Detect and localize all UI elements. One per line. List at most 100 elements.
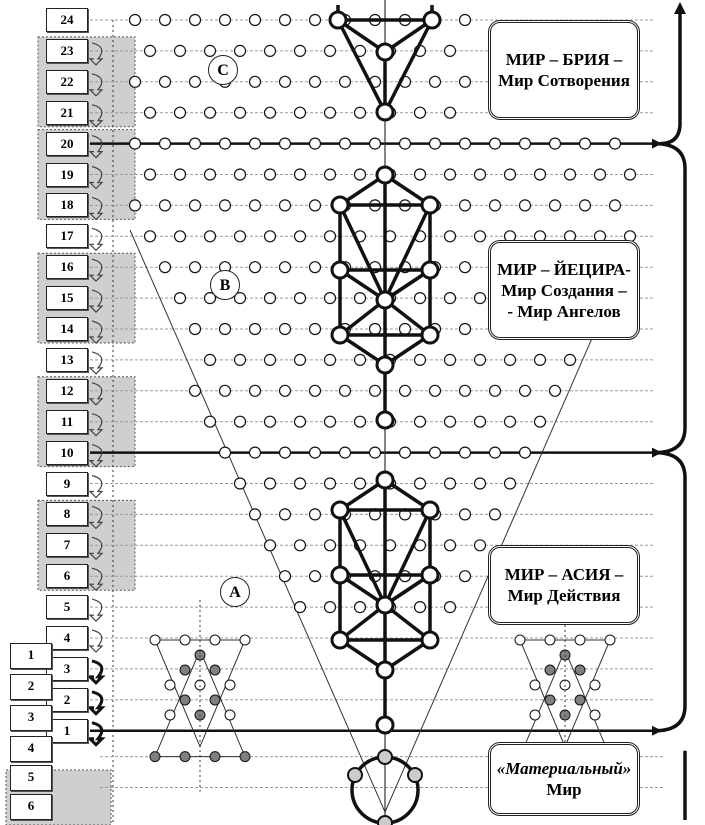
tree-path bbox=[336, 19, 387, 113]
grid-node bbox=[173, 168, 187, 181]
grid-node bbox=[473, 292, 487, 305]
hexagram-node bbox=[179, 694, 191, 706]
level-box-19: 19 bbox=[46, 162, 88, 187]
hexagram-node bbox=[604, 634, 616, 646]
grid-node bbox=[158, 199, 172, 212]
grid-node bbox=[188, 261, 202, 274]
grid-node bbox=[233, 230, 247, 243]
grid-node bbox=[503, 415, 517, 428]
level-box-14: 14 bbox=[46, 317, 88, 341]
grid-node bbox=[158, 75, 172, 88]
grid-node bbox=[203, 168, 217, 181]
grid-node bbox=[308, 446, 322, 459]
sefira-node bbox=[330, 325, 350, 345]
hexagram-node bbox=[544, 634, 556, 646]
sefira-node bbox=[422, 10, 442, 30]
grid-node bbox=[233, 415, 247, 428]
level-box-21: 21 bbox=[46, 100, 88, 125]
hexagram-node bbox=[149, 634, 161, 646]
grid-node bbox=[308, 13, 322, 27]
grid-node bbox=[308, 137, 322, 150]
hexagram-node bbox=[574, 694, 586, 706]
grid-node bbox=[278, 13, 292, 27]
grid-node bbox=[473, 539, 487, 552]
grid-node bbox=[233, 292, 247, 305]
grid-node bbox=[143, 168, 157, 181]
grid-node bbox=[308, 75, 322, 88]
hexagram-node bbox=[529, 709, 541, 721]
curved-arrow-icon bbox=[88, 505, 104, 530]
lower-level-box-2: 2 bbox=[10, 674, 52, 700]
sefira-node bbox=[420, 630, 440, 650]
hexagram-node bbox=[149, 751, 161, 763]
lower-level-box-6: 6 bbox=[10, 794, 52, 820]
grid-node bbox=[233, 168, 247, 181]
grid-node bbox=[488, 137, 502, 150]
grid-node bbox=[293, 600, 307, 614]
grid-node bbox=[623, 168, 637, 181]
grid-node bbox=[188, 322, 202, 336]
grid-node bbox=[458, 199, 472, 212]
grid-node bbox=[563, 353, 577, 366]
grid-node bbox=[278, 137, 292, 150]
grid-node bbox=[248, 384, 262, 397]
grid-node bbox=[533, 353, 547, 366]
grid-node bbox=[353, 600, 367, 614]
grid-node bbox=[278, 570, 292, 583]
world-beria-subtitle: Мир Сотворения bbox=[498, 71, 630, 90]
sefira-node bbox=[328, 10, 348, 30]
curved-arrow-icon bbox=[88, 165, 104, 190]
grid-node bbox=[203, 230, 217, 243]
sefira-node bbox=[375, 660, 395, 680]
grid-node bbox=[308, 570, 322, 583]
sefira-node bbox=[330, 260, 350, 280]
grid-node bbox=[218, 384, 232, 397]
sefira-node bbox=[420, 325, 440, 345]
grid-node bbox=[278, 322, 292, 336]
tree-path bbox=[383, 603, 432, 642]
grid-node bbox=[248, 199, 262, 212]
grid-node bbox=[443, 539, 457, 552]
lower-level-box-3: 3 bbox=[10, 705, 52, 731]
grid-node bbox=[248, 508, 262, 521]
world-yetzirah-box: МИР – ЙЕЦИРА- Мир Создания – - Мир Ангел… bbox=[488, 240, 640, 340]
grid-node bbox=[338, 75, 352, 88]
grid-node bbox=[293, 415, 307, 428]
grid-node bbox=[233, 477, 247, 490]
grid-node bbox=[278, 384, 292, 397]
grid-node bbox=[488, 508, 502, 521]
curved-arrow-icon bbox=[88, 567, 104, 592]
grid-node bbox=[338, 137, 352, 150]
grid-node bbox=[173, 230, 187, 243]
hexagram-node bbox=[239, 634, 251, 646]
grid-node bbox=[488, 199, 502, 212]
grid-node bbox=[473, 477, 487, 490]
sefira-node bbox=[375, 42, 395, 62]
tree-path bbox=[383, 19, 434, 113]
grid-node bbox=[443, 353, 457, 366]
grid-node bbox=[428, 384, 442, 397]
grid-node bbox=[143, 106, 157, 119]
lower-level-box-1: 1 bbox=[10, 643, 52, 669]
grid-node bbox=[128, 137, 142, 150]
world-assiah-title: МИР – АСИЯ – bbox=[504, 565, 624, 584]
grid-node bbox=[263, 106, 277, 119]
grid-node bbox=[248, 322, 262, 336]
curved-arrow-icon bbox=[88, 73, 104, 97]
grid-node bbox=[173, 44, 187, 58]
hexagram-node bbox=[514, 634, 526, 646]
level-box-4: 4 bbox=[46, 626, 88, 650]
tree-path bbox=[338, 204, 387, 301]
world-yetzirah-subtitle2: - Мир Ангелов bbox=[507, 301, 621, 321]
world-yetzirah-subtitle: Мир Создания – bbox=[501, 280, 627, 300]
grid-node bbox=[353, 106, 367, 119]
level-box-13: 13 bbox=[46, 347, 88, 372]
grid-node bbox=[458, 13, 472, 27]
grid-node bbox=[218, 446, 232, 459]
curved-arrow-icon bbox=[88, 289, 104, 313]
grid-node bbox=[188, 75, 202, 88]
world-yetzirah-title: МИР – ЙЕЦИРА- bbox=[497, 259, 631, 279]
grid-node bbox=[263, 415, 277, 428]
grid-node bbox=[203, 44, 217, 58]
